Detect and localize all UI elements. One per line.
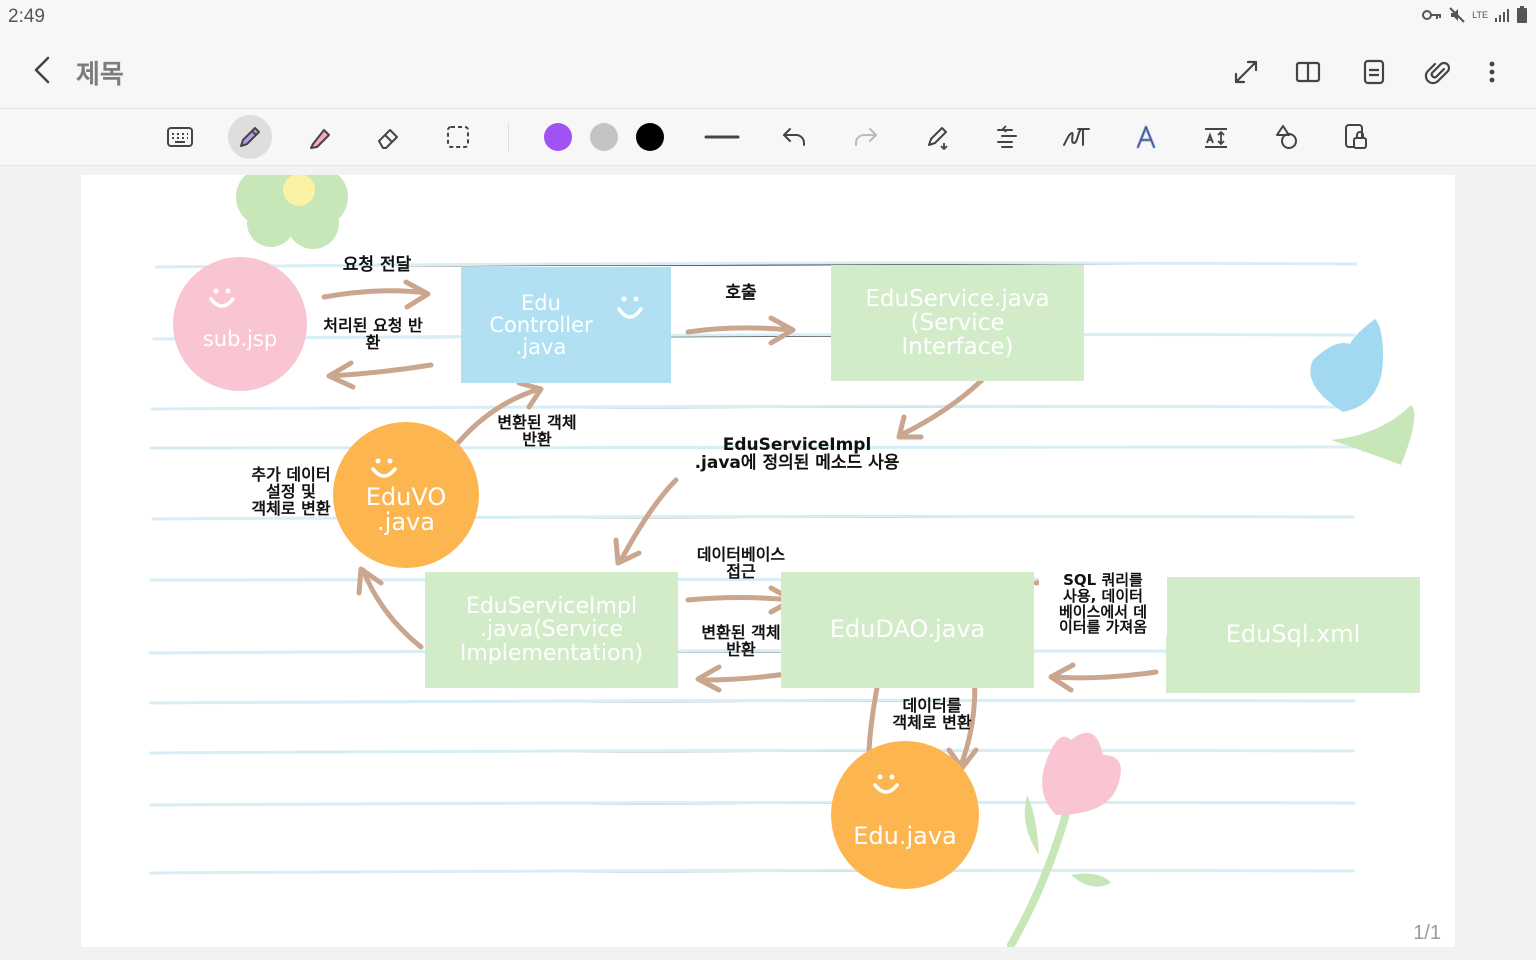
handwriting-text-icon [1063, 128, 1090, 146]
label-sql-query: SQL 쿼리를 사용, 데이터 베이스에서 데 이터를 가져옴 [1039, 572, 1167, 636]
status-bar: 2:49 LTE [0, 0, 1536, 36]
node-label-edu-service-impl: EduServiceImpl .java(Service Implementat… [459, 594, 644, 666]
expand-icon [1234, 60, 1258, 84]
node-edu-vo: EduVO .java [333, 422, 479, 568]
pen-edit-icon [928, 127, 948, 151]
node-label-edu-java: Edu.java [853, 822, 957, 851]
toolbar-divider [508, 123, 509, 151]
keyboard-tool[interactable] [160, 117, 200, 157]
pen-tool[interactable] [228, 115, 272, 159]
drawing-toolbar [0, 109, 1536, 166]
selection-tool[interactable] [438, 117, 478, 157]
label-converted-object-return-2: 변환된 객체 반환 [701, 623, 781, 659]
redo-icon [855, 128, 877, 146]
chevron-left-icon [34, 56, 50, 84]
mute-icon [1449, 7, 1465, 23]
text-size-icon [1205, 128, 1227, 148]
keyboard-icon [167, 127, 193, 147]
node-label-edu-controller: Edu Controller .java [489, 290, 593, 360]
node-edu-service: EduService.java (Service Interface) [831, 265, 1084, 381]
flower-decoration [236, 175, 348, 249]
paperclip-icon [1424, 61, 1451, 85]
book-icon [1295, 61, 1321, 83]
more-vertical-icon [1489, 61, 1495, 83]
undo-icon [783, 128, 805, 146]
node-edu-sql: EduSql.xml [1166, 577, 1420, 693]
redo-button[interactable] [846, 117, 886, 157]
title-bar: 제목 [0, 36, 1536, 109]
stroke-width-tool[interactable] [702, 117, 742, 157]
eraser-tool[interactable] [368, 117, 408, 157]
text-size-tool[interactable] [1196, 117, 1236, 157]
text-align-icon [997, 125, 1017, 148]
network-type: LTE [1472, 10, 1488, 20]
smiley-icon [617, 296, 643, 319]
status-icons: LTE [1422, 6, 1528, 24]
reading-mode-button[interactable] [1354, 52, 1394, 92]
label-request-forward: 요청 전달 [342, 255, 412, 275]
label-add-data-convert: 추가 데이터 설정 및 객체로 변환 [251, 465, 331, 518]
node-label-edu-dao: EduDAO.java [829, 615, 986, 644]
text-style-icon [1136, 125, 1156, 149]
pink-tulip-decoration [1007, 732, 1121, 947]
more-options-button[interactable] [1472, 52, 1512, 92]
handwriting-to-text-tool[interactable] [1056, 117, 1096, 157]
fullscreen-button[interactable] [1226, 52, 1266, 92]
lock-layer-tool[interactable] [1336, 117, 1376, 157]
status-time: 2:49 [8, 6, 45, 27]
document-icon [1363, 59, 1385, 85]
lock-page-icon [1345, 124, 1367, 149]
back-button[interactable] [24, 50, 60, 90]
page-indicator: 1/1 [1413, 922, 1441, 944]
node-edu-service-impl: EduServiceImpl .java(Service Implementat… [425, 572, 678, 688]
undo-button[interactable] [774, 117, 814, 157]
highlighter-icon [310, 129, 330, 149]
smiley-icon [209, 288, 235, 308]
color-swatch-purple[interactable] [544, 123, 572, 151]
attach-button[interactable] [1418, 52, 1458, 92]
label-call: 호출 [725, 283, 757, 303]
smiley-icon [873, 774, 899, 794]
label-converted-object-return-1: 변환된 객체 반환 [497, 413, 577, 449]
key-icon [1422, 10, 1442, 20]
node-label-edu-sql: EduSql.xml [1225, 620, 1361, 649]
node-edu-java: Edu.java [831, 741, 979, 889]
color-swatch-black[interactable] [636, 123, 664, 151]
label-service-impl-method: EduServiceImpl .java에 정의된 메소드 사용 [694, 435, 900, 473]
shapes-tool[interactable] [1266, 117, 1306, 157]
highlighter-tool[interactable] [300, 117, 340, 157]
node-label-sub-jsp: sub.jsp [202, 326, 278, 351]
node-sub-jsp: sub.jsp [173, 257, 307, 391]
battery-icon [1517, 6, 1527, 23]
note-title[interactable]: 제목 [76, 60, 124, 90]
node-edu-dao: EduDAO.java [781, 572, 1034, 688]
label-processed-request: 처리된 요청 반 환 [323, 316, 423, 352]
shapes-icon [1276, 125, 1297, 149]
blue-tulip-decoration [1310, 319, 1415, 465]
pen-icon [240, 127, 260, 147]
lasso-select-icon [447, 126, 469, 148]
straighten-tool[interactable] [986, 117, 1026, 157]
line-thickness-icon [704, 135, 740, 139]
text-style-tool[interactable] [1126, 117, 1166, 157]
label-data-to-object: 데이터를 객체로 변환 [892, 696, 972, 732]
node-label-edu-service: EduService.java (Service Interface) [865, 285, 1050, 361]
pen-settings-tool[interactable] [918, 117, 958, 157]
color-swatch-gray[interactable] [590, 123, 618, 151]
note-page[interactable]: sub.jsp Edu Controller .java EduService.… [81, 175, 1455, 947]
node-edu-controller: Edu Controller .java [461, 267, 671, 383]
label-db-access: 데이터베이스 접근 [696, 545, 786, 581]
page-view-button[interactable] [1288, 52, 1328, 92]
eraser-icon [378, 129, 398, 149]
smiley-icon [371, 458, 397, 478]
node-label-edu-vo: EduVO .java [365, 482, 447, 536]
signal-icon [1495, 9, 1509, 22]
